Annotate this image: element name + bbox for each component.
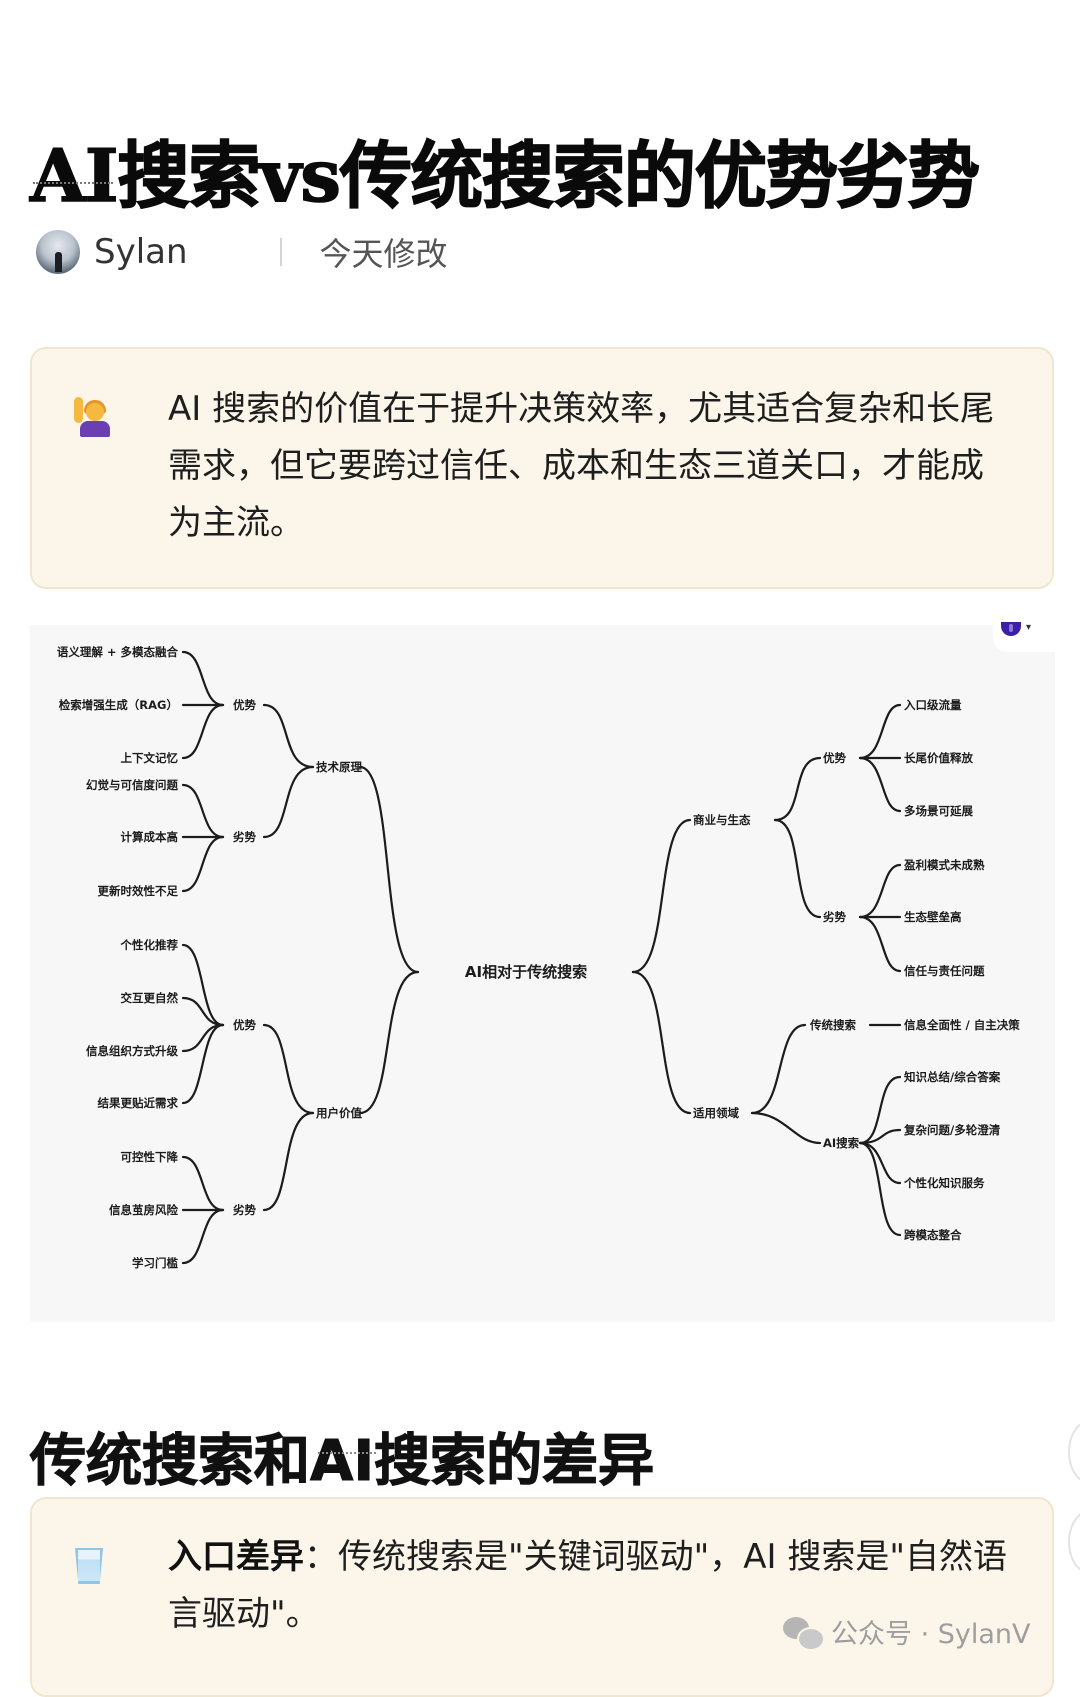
mindmap-leaf: 信任与责任问题 — [904, 964, 985, 978]
mindmap-leaf: 学习门槛 — [132, 1256, 178, 1270]
app-logo-icon — [1001, 622, 1021, 636]
mindmap-node-business-pros: 优势 — [823, 751, 846, 765]
mindmap-node-business: 商业与生态 — [693, 813, 751, 827]
wechat-icon — [783, 1615, 825, 1651]
mindmap-node-ai-search: AI搜索 — [823, 1136, 860, 1150]
mindmap-leaf: 计算成本高 — [120, 830, 179, 844]
mindmap-leaf: 多场景可延展 — [904, 804, 973, 818]
mindmap-center-node: AI相对于传统搜索 — [464, 963, 588, 981]
mindmap-node-use-cases: 适用领域 — [693, 1106, 739, 1120]
mindmap-leaf: 可控性下降 — [120, 1150, 179, 1164]
mindmap-leaf: 语义理解 + 多模态融合 — [56, 645, 178, 659]
spellcheck-underline — [318, 1452, 376, 1454]
mindmap-leaf: 更新时效性不足 — [97, 884, 179, 898]
mindmap-node-traditional: 传统搜索 — [810, 1018, 856, 1032]
meta-divider — [279, 238, 282, 266]
mindmap-node-user-pros: 优势 — [233, 1018, 256, 1032]
mindmap-node-user-value: 用户价值 — [316, 1106, 362, 1120]
mindmap-node-user-cons: 劣势 — [233, 1203, 256, 1217]
mindmap-connectors — [181, 650, 902, 1265]
diff-text: 入口差异：传统搜索是"关键词驱动"，AI 搜索是"自然语言驱动"。 — [168, 1529, 1012, 1643]
mindmap-leaf: 交互更自然 — [120, 991, 179, 1005]
diagram-tool-button[interactable]: ▾ — [993, 612, 1055, 652]
mindmap-leaf: 个性化知识服务 — [904, 1176, 985, 1190]
avatar[interactable] — [36, 230, 80, 274]
mindmap-leaf: 复杂问题/多轮澄清 — [904, 1123, 1001, 1137]
mindmap-node-tech-cons: 劣势 — [233, 830, 256, 844]
mindmap-node-tech: 技术原理 — [316, 760, 362, 774]
author-name[interactable]: Sylan — [94, 232, 188, 272]
chevron-down-icon: ▾ — [1026, 622, 1032, 633]
mindmap-leaf: 跨模态整合 — [904, 1228, 962, 1242]
author-row: Sylan 今天修改 — [36, 228, 448, 276]
mindmap-node-business-cons: 劣势 — [823, 910, 846, 924]
spellcheck-underline — [33, 182, 113, 184]
mindmap-leaf: 个性化推荐 — [120, 938, 179, 952]
glass-of-water-icon — [72, 1546, 114, 1588]
diff-separator: ： — [304, 1537, 338, 1577]
mindmap-leaf: 生态壁垒高 — [904, 910, 962, 924]
mindmap-node-tech-pros: 优势 — [233, 698, 256, 712]
section-heading: 传统搜索和AI搜索的差异 — [29, 1429, 655, 1495]
mindmap-leaf: 结果更贴近需求 — [97, 1096, 179, 1110]
diff-label: 入口差异 — [168, 1537, 304, 1577]
watermark: 公众号 · SylanV — [783, 1612, 1031, 1651]
mindmap-leaf: 信息全面性 / 自主决策 — [904, 1018, 1020, 1032]
mindmap-leaf: 信息茧房风险 — [109, 1203, 178, 1217]
watermark-text: 公众号 · SylanV — [831, 1619, 1031, 1650]
mindmap-diagram: AI相对于传统搜索 技术原理 优势 语义理解 + 多模态融合 检索增强生成（RA… — [30, 625, 1055, 1322]
mindmap-leaf: 幻觉与可信度问题 — [86, 778, 178, 792]
mindmap-leaf: 长尾价值释放 — [904, 751, 973, 765]
diff-body: 传统搜索是"关键词驱动"，AI 搜索是"自然语言驱动"。 — [168, 1537, 1008, 1634]
article-title: AI搜索vs传统搜索的优势劣势 — [29, 133, 980, 219]
mindmap-leaf: 检索增强生成（RAG） — [58, 698, 178, 712]
modified-time: 今天修改 — [319, 235, 448, 273]
side-scroll-handle[interactable] — [1068, 1420, 1080, 1484]
mindmap-leaf: 入口级流量 — [904, 698, 962, 712]
side-scroll-handle[interactable] — [1068, 1510, 1080, 1574]
diff-callout: 入口差异：传统搜索是"关键词驱动"，AI 搜索是"自然语言驱动"。 — [30, 1497, 1054, 1697]
mindmap-leaf: 信息组织方式升级 — [86, 1044, 178, 1058]
summary-text: AI 搜索的价值在于提升决策效率，尤其适合复杂和长尾需求，但它要跨过信任、成本和… — [168, 389, 995, 543]
person-raising-hand-icon — [72, 397, 114, 439]
summary-callout: AI 搜索的价值在于提升决策效率，尤其适合复杂和长尾需求，但它要跨过信任、成本和… — [30, 347, 1054, 589]
mindmap-leaf: 盈利模式未成熟 — [904, 858, 985, 872]
mindmap-leaf: 知识总结/综合答案 — [904, 1070, 1001, 1084]
mindmap-leaf: 上下文记忆 — [120, 751, 179, 765]
